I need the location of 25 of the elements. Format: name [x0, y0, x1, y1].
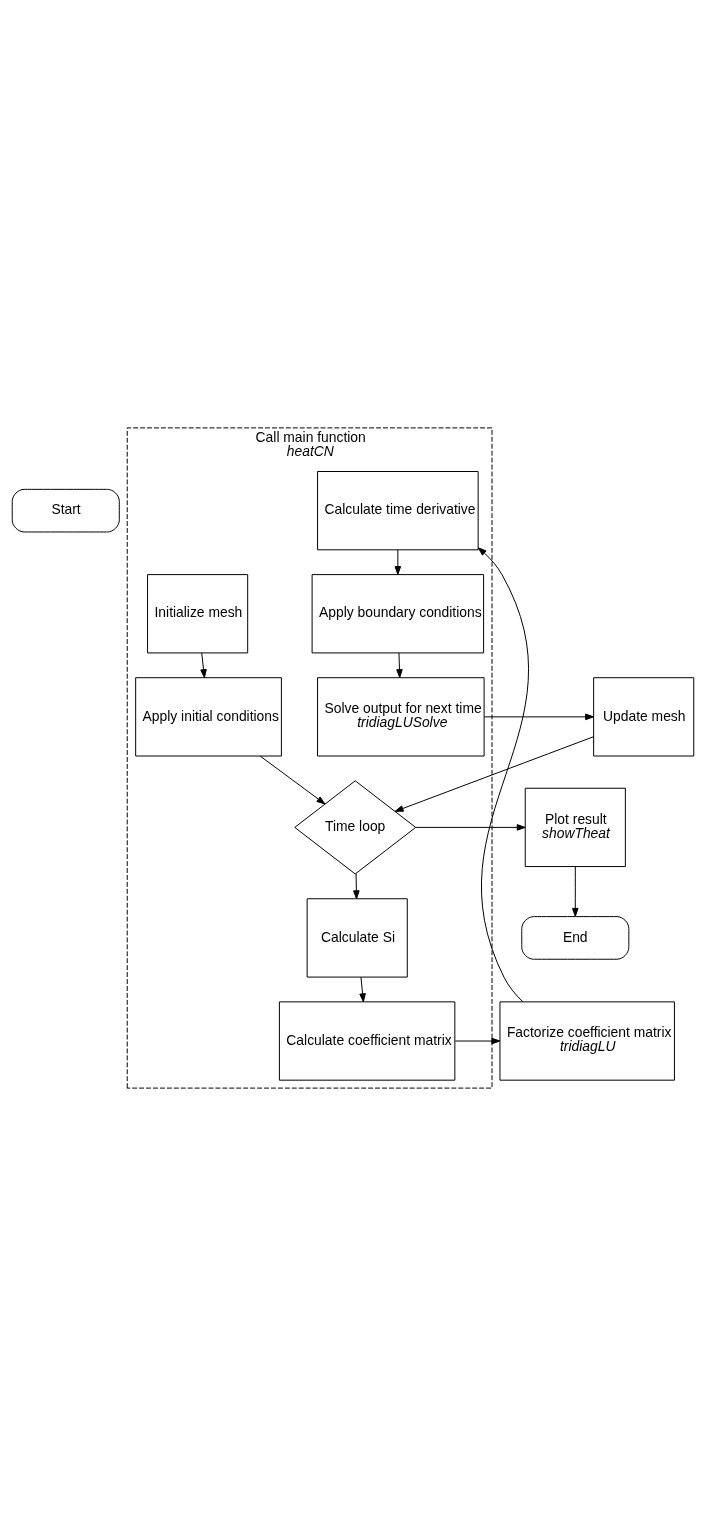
arrow [415, 823, 526, 831]
node-box: Start [11, 488, 120, 532]
node-box: Apply boundary conditions [311, 573, 485, 653]
arrow [394, 548, 402, 575]
arrow [454, 1037, 501, 1044]
arrow [200, 652, 207, 678]
arrow [259, 755, 326, 804]
arrow [477, 546, 529, 1002]
arrow [394, 735, 594, 812]
node-box: Solve output for next time tridiagLUSolve [317, 676, 485, 756]
node-box: Plot result showTheat [524, 787, 626, 867]
node-box: Calculate time derivative [317, 470, 479, 550]
node-diamond: Time loop [294, 779, 417, 874]
node-box: Apply initial conditions [135, 676, 282, 756]
arrow [396, 652, 403, 678]
arrow [353, 872, 360, 899]
node-box: Initialize mesh [147, 573, 249, 653]
node-box: Calculate Si [306, 897, 408, 978]
node-box: Calculate coefficient matrix [278, 1000, 456, 1081]
node-box: Factorize coefficient matrix tridiagLU [499, 1000, 675, 1081]
node-box: End [521, 915, 630, 960]
arrow [572, 865, 579, 917]
arrow [359, 976, 366, 1002]
arrow [483, 713, 595, 720]
node-box: Update mesh [593, 676, 695, 756]
